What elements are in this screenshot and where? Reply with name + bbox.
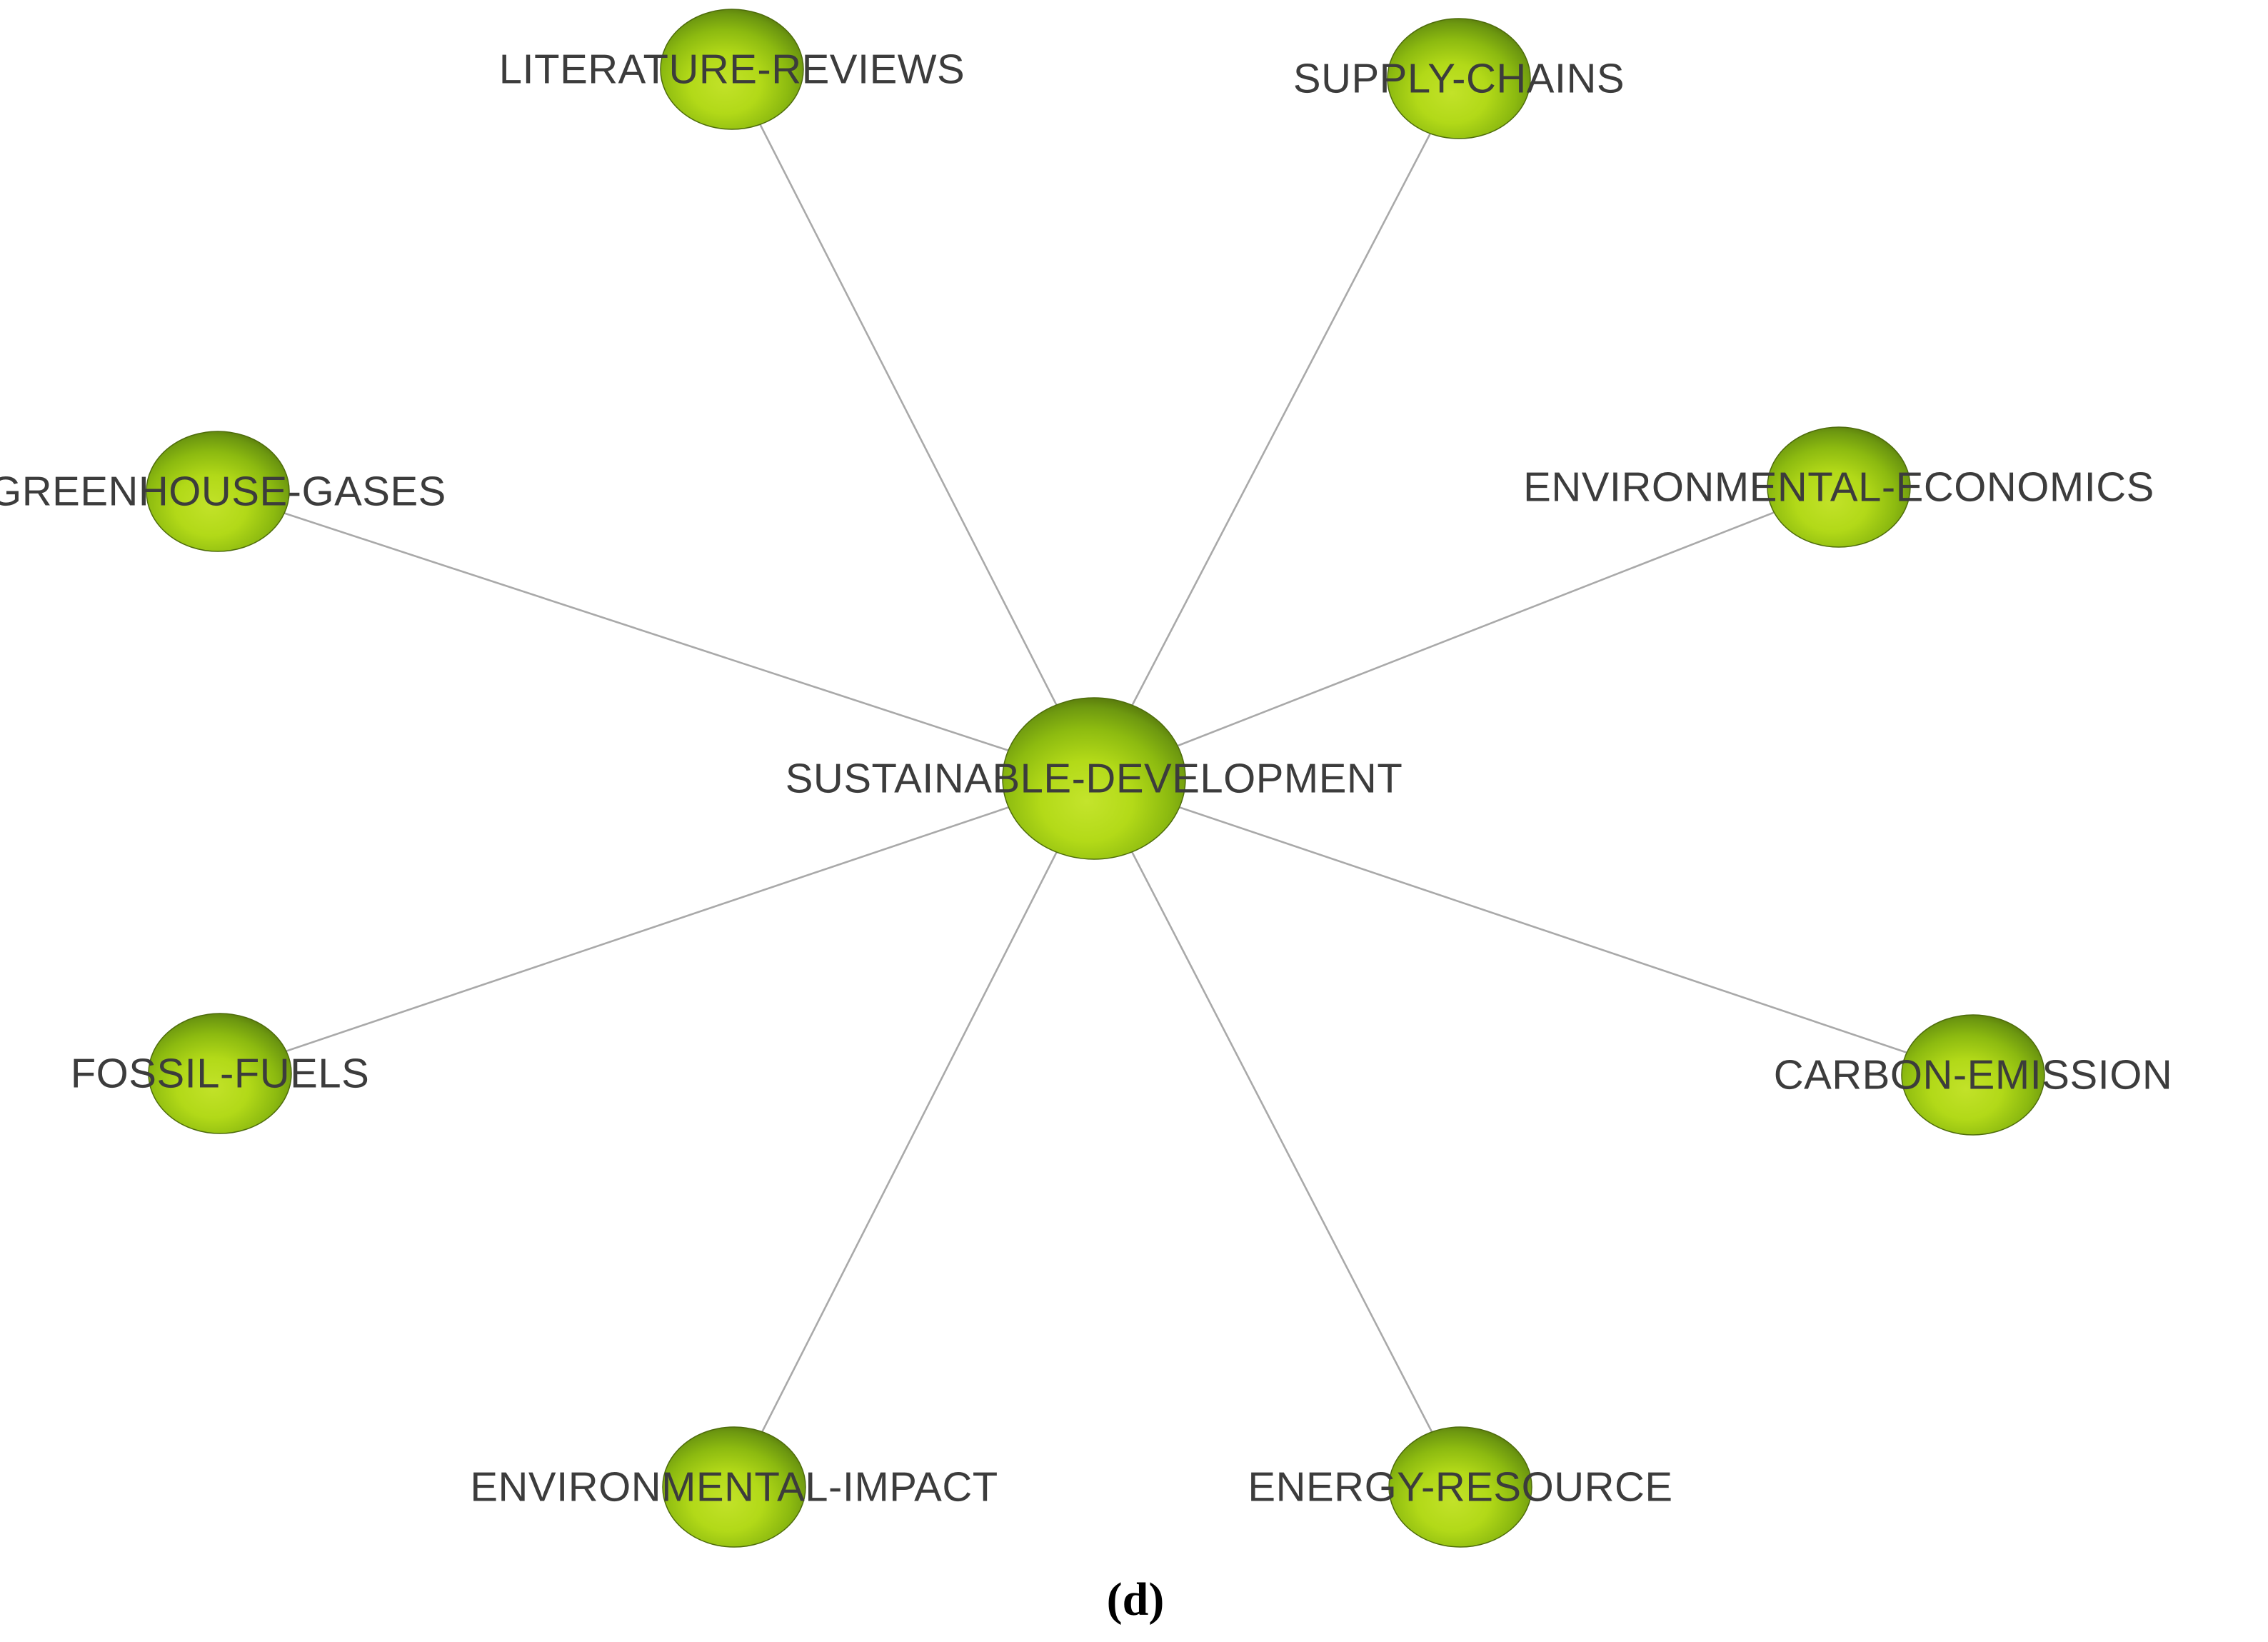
graph-node-energy-resource[interactable] <box>1388 1426 1532 1548</box>
graph-edge <box>217 490 1095 780</box>
graph-node-environmental-economics[interactable] <box>1767 426 1911 548</box>
graph-edge <box>733 778 1095 1488</box>
graph-edge <box>219 777 1095 1075</box>
graph-node-carbon-emission[interactable] <box>1901 1014 2045 1136</box>
graph-edge <box>1093 777 1974 1076</box>
edge-layer <box>217 69 1974 1488</box>
node-layer <box>146 9 2045 1548</box>
graph-node-sustainable-development[interactable] <box>1002 697 1186 860</box>
graph-node-literature-reviews[interactable] <box>660 9 804 130</box>
graph-node-supply-chains[interactable] <box>1387 18 1531 139</box>
graph-node-environmental-impact[interactable] <box>662 1426 806 1548</box>
graph-edge <box>1093 78 1460 779</box>
graph-node-greenhouse-gases[interactable] <box>146 431 290 552</box>
graph-edge <box>1093 486 1840 780</box>
graph-node-fossil-fuels[interactable] <box>148 1013 292 1134</box>
graph-edge <box>731 69 1095 779</box>
graph-edge <box>1093 778 1462 1488</box>
figure-caption: (d) <box>1106 1573 1165 1626</box>
